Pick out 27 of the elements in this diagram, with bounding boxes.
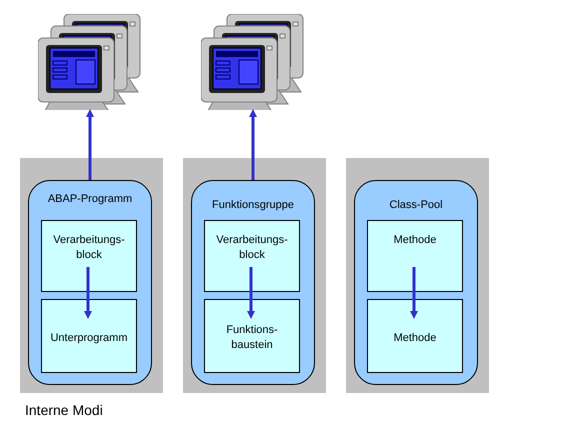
caption-label: Interne Modi: [25, 402, 103, 418]
arrow: [84, 267, 92, 319]
rounded-container: [354, 180, 478, 385]
block-label: Methode: [394, 330, 436, 346]
arrow: [249, 109, 257, 180]
block-label: Unterprogramm: [50, 330, 128, 346]
container-title: Class-Pool: [388, 199, 444, 211]
panel-background: [346, 158, 489, 393]
rounded-container: [28, 180, 152, 385]
arrow: [410, 267, 418, 319]
block-box: [367, 220, 463, 292]
block-label: Verarbeitungs- block: [52, 233, 126, 263]
block-box: [41, 220, 137, 292]
block-label: Verarbeitungs- block: [215, 233, 289, 263]
block-box: [204, 299, 300, 373]
panel-background: [20, 158, 163, 393]
arrow: [86, 109, 94, 180]
block-box: [367, 299, 463, 373]
container-title: Funktionsgruppe: [211, 199, 295, 211]
block-box: [41, 299, 137, 373]
container-title: ABAP-Programm: [46, 193, 134, 205]
rounded-container: [191, 180, 315, 385]
arrow: [247, 267, 255, 319]
block-box: [204, 220, 300, 292]
panel-background: [183, 158, 326, 393]
block-label: Funktions- baustein: [225, 323, 279, 353]
block-label: Methode: [394, 233, 436, 248]
